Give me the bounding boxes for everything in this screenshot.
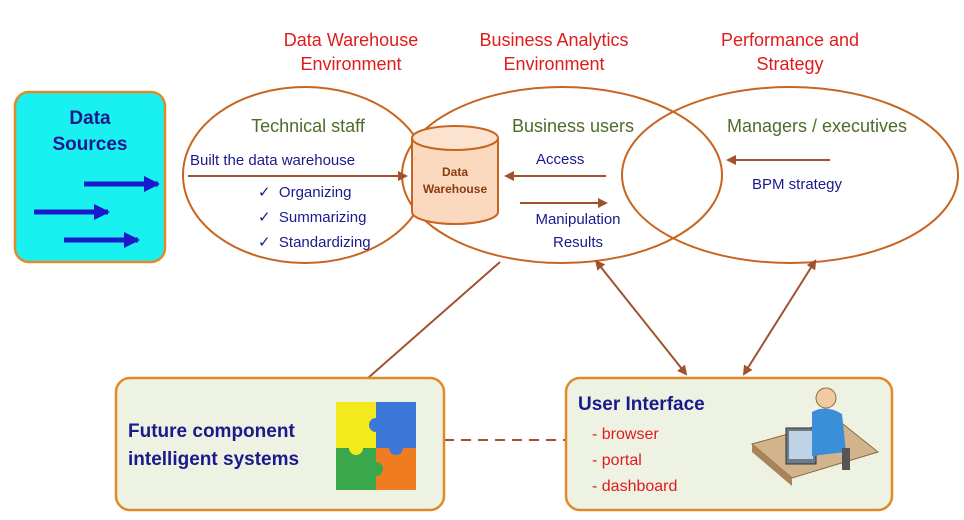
build-warehouse-label: Built the data warehouse [190,152,356,169]
ui-item-browser: - browser [592,426,659,443]
performance-strategy-heading: Performance and Strategy [720,30,860,74]
task-item: ✓ Summarizing [258,209,367,226]
future-connector-line [367,261,501,379]
technical-staff-title: Technical staff [251,116,365,136]
user-interface-title: User Interface [578,394,705,415]
data-warehouse-env-heading: Data Warehouse Environment [283,30,419,74]
computer-user-icon [750,387,880,486]
task-item: ✓ Standardizing [258,234,371,251]
puzzle-icon [336,402,416,490]
bpm-strategy-label: BPM strategy [752,176,843,193]
task-item: ✓ Organizing [258,184,352,201]
managers-executives-title: Managers / executives [726,116,908,136]
check-icon: ✓ [258,234,271,251]
business-analytics-env-heading: Business Analytics Environment [479,30,629,74]
data-sources-label: Data Sources [52,108,128,155]
business-users-title: Business users [511,116,635,136]
check-icon: ✓ [258,184,271,201]
ui-item-portal: - portal [592,452,642,469]
managers-ui-double-arrow [742,259,817,376]
manipulation-label: Manipulation [535,211,621,228]
check-icon: ✓ [258,209,271,226]
data-sources-box [13,90,167,264]
business-ui-double-arrow [595,259,688,376]
data-warehouse-label: Data Warehouse [422,165,488,196]
access-label: Access [536,151,585,168]
ui-item-dashboard: - dashboard [592,478,678,495]
future-component-label: Future component intelligent systems [128,421,300,470]
data-warehouse-cylinder [411,125,499,225]
user-interface-box [564,376,894,512]
results-label: Results [552,234,604,251]
performance-strategy-ellipse [621,86,959,264]
